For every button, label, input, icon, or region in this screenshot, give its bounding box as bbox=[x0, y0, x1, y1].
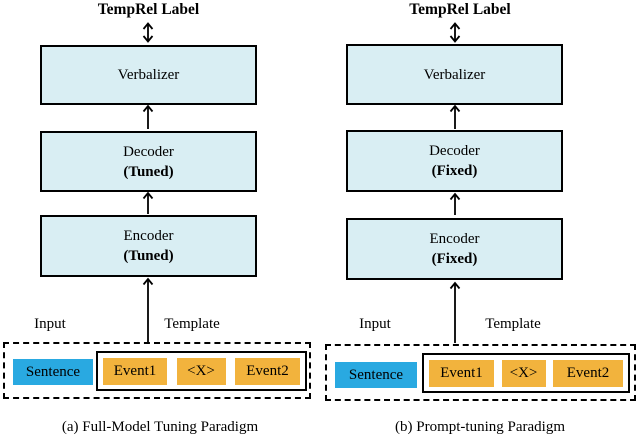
verbalizer-box: Verbalizer bbox=[40, 45, 257, 105]
sentence-chip: Sentence bbox=[335, 362, 417, 388]
verbalizer-box-title: Verbalizer bbox=[423, 66, 486, 83]
panel-caption: (a) Full-Model Tuning Paradigm bbox=[61, 419, 259, 435]
temprel-label: TempRel Label bbox=[409, 1, 511, 18]
input-dashed-container bbox=[325, 344, 636, 401]
event2-token: Event2 bbox=[553, 359, 623, 387]
encoder-box-title: Encoder bbox=[123, 228, 174, 244]
encoder-box-subtitle: (Tuned) bbox=[123, 248, 174, 264]
verbalizer-box: Verbalizer bbox=[346, 44, 563, 105]
event1-token: Event1 bbox=[429, 359, 494, 387]
decoder-box-subtitle: (Fixed) bbox=[431, 163, 478, 179]
input-label: Input bbox=[359, 316, 391, 332]
up-arrow-icon bbox=[141, 190, 155, 216]
encoder-box: Encoder (Tuned) bbox=[40, 215, 257, 277]
template-label: Template bbox=[485, 316, 541, 332]
input-dashed-container bbox=[3, 342, 311, 399]
verbalizer-box-title: Verbalizer bbox=[117, 67, 180, 83]
template-container: Event1 <X> Event2 bbox=[422, 353, 630, 393]
mask-x-token: <X> bbox=[501, 359, 546, 387]
input-label: Input bbox=[34, 316, 66, 332]
decoder-box-subtitle: (Tuned) bbox=[123, 163, 174, 180]
encoder-box-subtitle: (Fixed) bbox=[431, 251, 478, 267]
temprel-label: TempRel Label bbox=[97, 1, 200, 18]
sentence-chip: Sentence bbox=[13, 359, 93, 385]
event1-token: Event1 bbox=[103, 357, 167, 385]
template-label: Template bbox=[164, 316, 220, 332]
up-arrow-icon bbox=[448, 191, 462, 217]
up-arrow-icon bbox=[141, 103, 155, 131]
long-up-arrow-icon bbox=[141, 276, 155, 344]
long-up-arrow-icon bbox=[448, 280, 462, 344]
decoder-box-title: Decoder bbox=[429, 143, 480, 159]
panel-prompt-tuning: TempRel Label Verbalizer Decoder (Fixed)… bbox=[320, 0, 640, 442]
decoder-box: Decoder (Tuned) bbox=[40, 131, 257, 192]
double-arrow-icon bbox=[448, 20, 462, 45]
mask-x-token: <X> bbox=[176, 357, 226, 385]
panel-caption: (b) Prompt-tuning Paradigm bbox=[395, 419, 565, 435]
decoder-box: Decoder (Fixed) bbox=[346, 130, 563, 192]
up-arrow-icon bbox=[448, 103, 462, 131]
double-arrow-icon bbox=[141, 20, 155, 45]
decoder-box-title: Decoder bbox=[123, 143, 174, 160]
encoder-box-title: Encoder bbox=[429, 231, 480, 247]
encoder-box: Encoder (Fixed) bbox=[346, 218, 563, 280]
template-container: Event1 <X> Event2 bbox=[96, 351, 307, 391]
panel-full-model-tuning: TempRel Label Verbalizer Decoder (Tuned)… bbox=[3, 1, 311, 435]
event2-token: Event2 bbox=[235, 357, 300, 385]
